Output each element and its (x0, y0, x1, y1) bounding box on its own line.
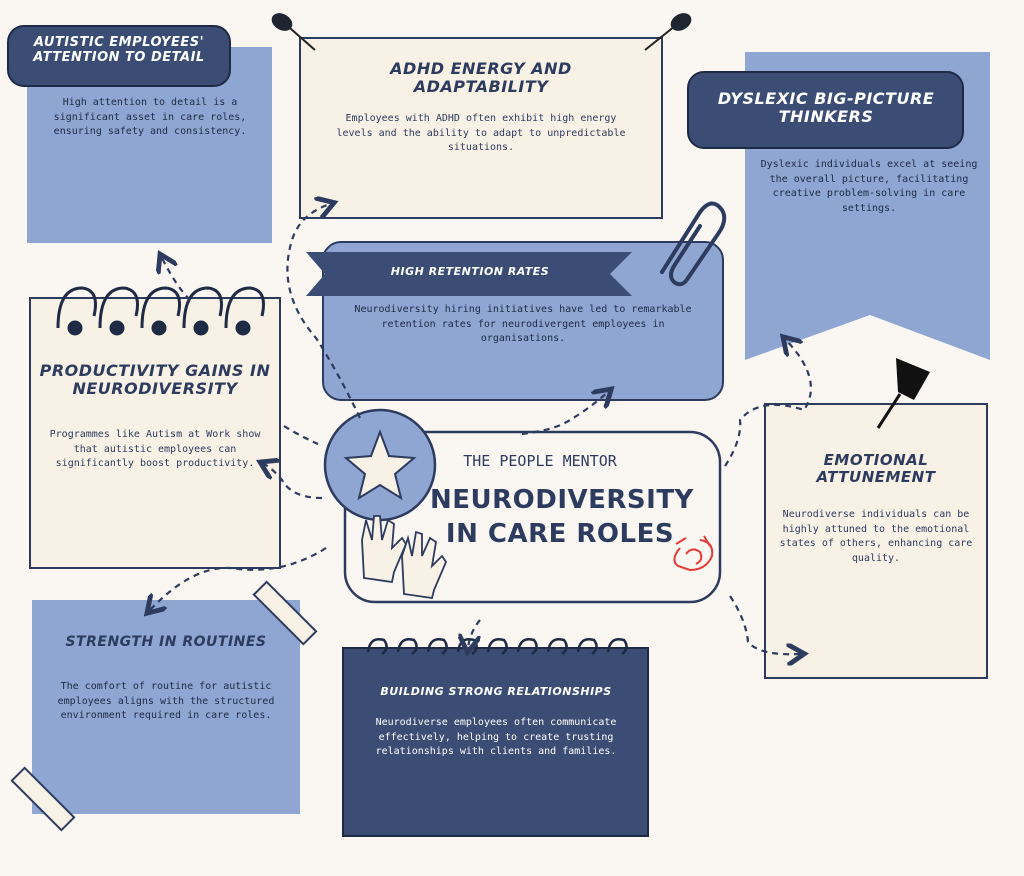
routines-title: STRENGTH IN ROUTINES (65, 634, 267, 650)
retention-body: Neurodiversity hiring initiatives have l… (354, 304, 692, 344)
autistic-detail-body: High attention to detail is a significan… (53, 97, 247, 137)
card-autistic-detail (7, 25, 272, 243)
adhd-body: Employees with ADHD often exhibit high e… (336, 113, 626, 153)
arrow-to-productivity (264, 464, 323, 500)
arrow-to-adhd (286, 204, 361, 419)
retention-title: HIGH RETENTION RATES (390, 265, 550, 278)
paperclip-icon (660, 201, 727, 287)
adhd-title: ADHD ENERGY AND ADAPTABILITY (390, 59, 572, 97)
card-routines (10, 580, 318, 832)
relationships-body: Neurodiverse employees often communicate… (375, 717, 617, 757)
arrow-to-relationships (468, 619, 481, 648)
center-brand: THE PEOPLE MENTOR (463, 452, 617, 470)
arrow-to-emotional (729, 595, 800, 654)
center-title-line1: NEURODIVERSITY (430, 485, 694, 515)
routines-body: The comfort of routine for autistic empl… (57, 681, 275, 721)
arrow-productivity-link (283, 425, 319, 446)
center-title-line2: IN CARE ROLES (445, 519, 675, 549)
center-card (323, 408, 722, 604)
relationships-title: BUILDING STRONG RELATIONSHIPS (380, 685, 612, 698)
star-icon (343, 429, 417, 501)
pin-icon (271, 13, 293, 31)
productivity-body: Programmes like Autism at Work show that… (49, 429, 261, 469)
arrow-to-dyslexic (724, 340, 812, 467)
card-adhd (271, 13, 692, 219)
spiral-rings (56, 286, 265, 336)
emotional-body: Neurodiverse individuals can be highly a… (779, 509, 973, 564)
pin-icon (670, 13, 692, 31)
connector-arrows (150, 204, 812, 654)
card-productivity (29, 286, 281, 569)
logo-icon (673, 535, 714, 572)
card-emotional (764, 358, 988, 679)
emotional-title: EMOTIONAL ATTUNEMENT (816, 451, 936, 487)
arrow-to-routines (150, 547, 327, 610)
dyslexic-title: DYSLEXIC BIG-PICTURE THINKERS (717, 89, 935, 127)
card-retention (306, 201, 727, 401)
card-relationships (342, 638, 649, 837)
gloves-icon (361, 515, 448, 600)
autistic-detail-title: AUTISTIC EMPLOYEES' ATTENTION TO DETAIL (33, 35, 205, 65)
card-dyslexic (687, 52, 990, 360)
productivity-title: PRODUCTIVITY GAINS IN NEURODIVERSITY (39, 361, 271, 399)
arrow-to-autistic-detail (162, 258, 191, 301)
pushpin-icon (876, 358, 930, 429)
dyslexic-body: Dyslexic individuals excel at seeing the… (760, 159, 978, 214)
tape-icon (10, 580, 318, 832)
